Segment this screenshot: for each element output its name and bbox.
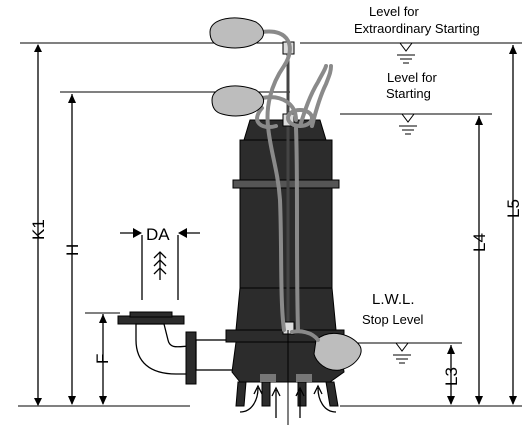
- flow-chevron-upper: [153, 251, 167, 259]
- motor-lower: [239, 187, 333, 289]
- dimension-arrows: [34, 44, 517, 406]
- lwl-label: L.W.L.: [372, 291, 415, 308]
- stop-level-label: Stop Level: [362, 312, 424, 327]
- k1-label: K1: [29, 219, 48, 240]
- l3-label: L3: [442, 367, 461, 386]
- float-extraordinary: [209, 17, 265, 49]
- float-starting: [211, 85, 265, 117]
- float-cable-stop: [294, 126, 300, 332]
- motor-band: [232, 179, 340, 189]
- strainer-left: [260, 374, 276, 382]
- l5-label: L5: [504, 199, 523, 218]
- pump-foot-3: [297, 381, 307, 407]
- dimension-labels: K1 H F DA L3 L4 L5: [29, 199, 523, 386]
- float-cable-loop: [255, 106, 278, 129]
- level-marker-stop: [393, 342, 411, 364]
- da-indicator: [120, 228, 200, 300]
- float-stop: [313, 332, 362, 371]
- float-switch-assembly: [209, 17, 362, 425]
- starting-level-label-line1: Level for: [387, 70, 438, 85]
- pump-foot-2: [261, 381, 271, 407]
- float-cable-extraordinary: [260, 29, 292, 332]
- da-label: DA: [146, 225, 170, 244]
- discharge-elbow-pipe: [135, 323, 193, 375]
- starting-level-label-line2: Starting: [386, 86, 431, 101]
- float-cable-stop-end: [290, 329, 320, 342]
- power-cable-2: [310, 64, 333, 128]
- l4-label: L4: [470, 233, 489, 252]
- extraordinary-level-label-line2: Extraordinary Starting: [354, 21, 480, 36]
- inlet-arrow-right: [317, 387, 337, 413]
- strainer-right: [296, 374, 312, 382]
- h-label: H: [63, 244, 82, 256]
- inlet-arrow-left: [239, 387, 259, 413]
- inlet-flow-arrows: [239, 384, 337, 418]
- float-cable-starting: [260, 95, 298, 122]
- level-labels: Level for Extraordinary Starting Level f…: [354, 4, 480, 327]
- pump-foot-4: [325, 381, 339, 407]
- motor-upper: [239, 139, 333, 181]
- level-marker-extraordinary: [397, 42, 415, 64]
- level-marker-starting: [399, 113, 417, 135]
- discharge-side-flange: [185, 331, 197, 385]
- extraordinary-level-label-line1: Level for: [369, 4, 420, 19]
- f-label: F: [93, 354, 112, 364]
- pump-foot-1: [235, 381, 247, 407]
